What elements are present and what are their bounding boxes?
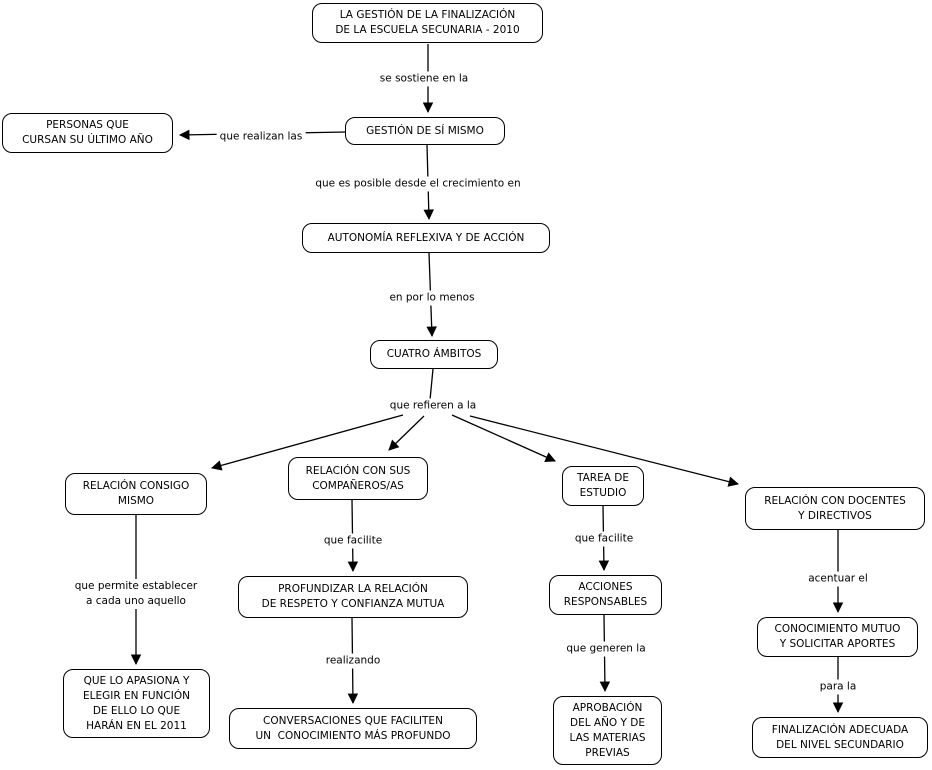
node-relacion-docentes[interactable]: RELACIÓN CON DOCENTES Y DIRECTIVOS: [745, 487, 925, 530]
node-relacion-companeros[interactable]: RELACIÓN CON SUS COMPAÑEROS/AS: [288, 457, 428, 500]
link-label-realizando: realizando: [322, 653, 384, 669]
connector: [388, 415, 425, 451]
node-autonomia-reflexiva[interactable]: AUTONOMÍA REFLEXIVA Y DE ACCIÓN: [302, 223, 550, 253]
node-tarea-de-estudio[interactable]: TAREA DE ESTUDIO: [562, 466, 644, 506]
connector: [451, 414, 556, 462]
link-label-se-sostiene: se sostiene en la: [376, 71, 472, 87]
node-la-gestion-finalizacion[interactable]: LA GESTIÓN DE LA FINALIZACIÓN DE LA ESCU…: [312, 3, 543, 43]
node-conocimiento-mutuo[interactable]: CONOCIMIENTO MUTUO Y SOLICITAR APORTES: [757, 617, 918, 657]
link-label-que-facilite-1: que facilite: [320, 533, 386, 549]
connector: [429, 368, 434, 401]
connector: [469, 415, 740, 487]
node-que-lo-apasiona[interactable]: QUE LO APASIONA Y ELEGIR EN FUNCIÓN DE E…: [63, 669, 210, 738]
link-label-que-realizan: que realizan las: [216, 129, 306, 145]
node-personas-ultimo-anio[interactable]: PERSONAS QUE CURSAN SU ÚLTIMO AÑO: [2, 113, 173, 153]
node-finalizacion-adecuada[interactable]: FINALIZACIÓN ADECUADA DEL NIVEL SECUNDAR…: [752, 717, 928, 758]
link-label-que-generen: que generen la: [563, 641, 649, 657]
link-label-que-facilite-2: que facilite: [571, 531, 637, 547]
link-label-acentuar: acentuar el: [805, 571, 871, 587]
node-conversaciones[interactable]: CONVERSACIONES QUE FACILITEN UN CONOCIMI…: [229, 708, 477, 749]
node-aprobacion-del-anio[interactable]: APROBACIÓN DEL AÑO Y DE LAS MATERIAS PRE…: [553, 696, 662, 765]
node-relacion-consigo-mismo[interactable]: RELACIÓN CONSIGO MISMO: [65, 473, 207, 515]
link-label-que-refieren: que refieren a la: [386, 398, 480, 414]
node-gestion-de-si-mismo[interactable]: GESTIÓN DE SÍ MISMO: [345, 117, 505, 145]
link-label-para-la: para la: [816, 679, 860, 695]
link-label-que-permite: que permite establecer a cada uno aquell…: [71, 579, 201, 609]
node-acciones-responsables[interactable]: ACCIONES RESPONSABLES: [549, 575, 662, 615]
link-label-en-por-lo-menos: en por lo menos: [386, 290, 478, 306]
link-label-que-es-posible: que es posible desde el crecimiento en: [312, 176, 524, 192]
node-profundizar-relacion[interactable]: PROFUNDIZAR LA RELACIÓN DE RESPETO Y CON…: [238, 576, 468, 618]
connector: [210, 414, 404, 471]
node-cuatro-ambitos[interactable]: CUATRO ÁMBITOS: [370, 340, 498, 369]
